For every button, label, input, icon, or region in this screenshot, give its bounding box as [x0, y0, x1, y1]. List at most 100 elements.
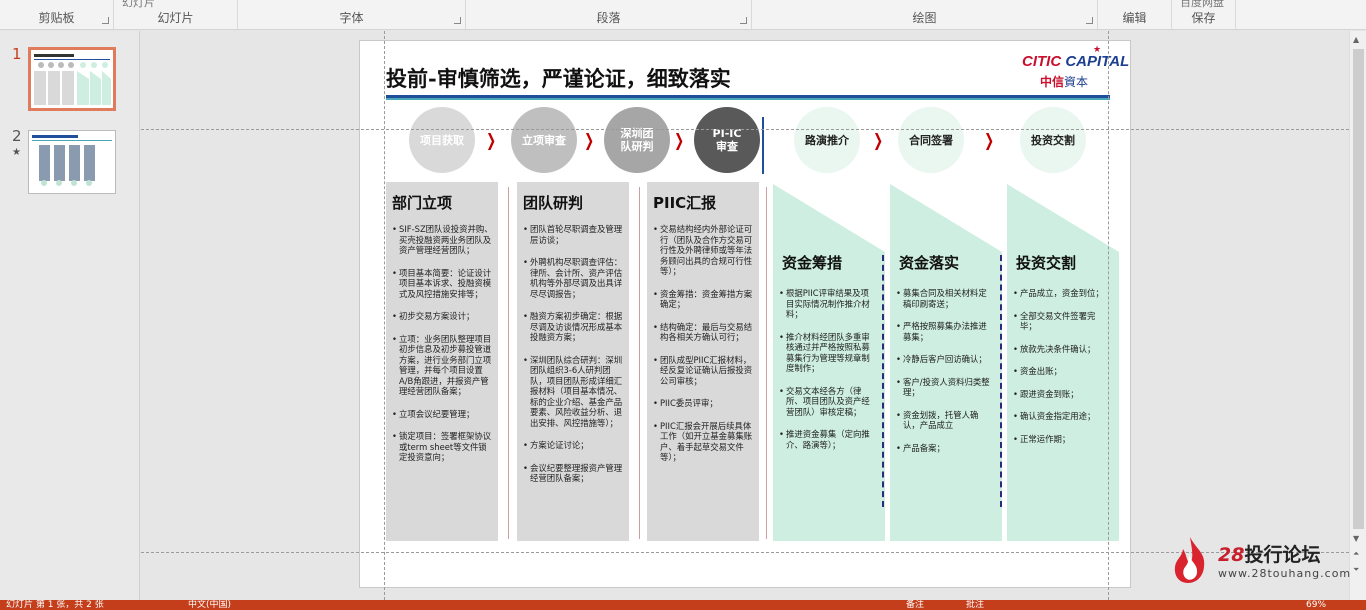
stage-circle-project-acquisition[interactable]: 项目获取 — [409, 107, 475, 173]
bullet-item: 初步交易方案设计； — [392, 311, 494, 322]
ribbon-group-drawing: 绘图 — [752, 0, 1098, 30]
thumbnail-number: 2 — [12, 127, 22, 145]
drawing-guide-horizontal[interactable] — [141, 129, 1349, 130]
zoom-level[interactable]: 69% — [1306, 600, 1327, 610]
column-piic-report[interactable]: PIIC汇报 交易结构经内外部论证可行（团队及合作方交易可行性及外聘律师或等年法… — [647, 182, 759, 541]
chevron-right-icon: ❯ — [486, 131, 497, 151]
dialog-launcher-icon[interactable] — [454, 17, 461, 24]
title-underline-accent — [386, 98, 1110, 100]
ribbon-group-save: 百度网盘 保存 — [1172, 0, 1236, 30]
ribbon-group-label: 字体 — [339, 11, 364, 25]
bullet-item: 确认资金指定用途； — [1013, 411, 1111, 422]
phase-divider — [762, 117, 764, 174]
notes-button[interactable]: 备注 — [906, 600, 925, 610]
bullet-item: 团队成型PIIC汇报材料，经反复论证确认后报投资公司审核； — [653, 355, 755, 387]
bullet-item: 交易文本经各方（律所、项目团队及资产经营团队）审核定稿； — [779, 386, 877, 418]
stage-circle-closing[interactable]: 投资交割 — [1020, 107, 1086, 173]
bullet-item: 资金出账； — [1013, 366, 1111, 377]
column-separator-dashed — [1000, 255, 1002, 507]
bullet-item: 正常运作期； — [1013, 434, 1111, 445]
ribbon-group-label: 剪贴板 — [38, 11, 75, 25]
stage-label: 投资交割 — [1031, 133, 1075, 147]
citic-capital-logo: CITIC CAPITAL — [1022, 53, 1129, 70]
bullet-item: 外聘机构尽职调查评估：律所、会计所、资产评估机构等外部尽调及出具详尽尽调报告； — [523, 257, 625, 299]
watermark-url: www.28touhang.com — [1218, 567, 1352, 580]
stage-circle-piic-review[interactable]: PI-IC审查 — [694, 107, 760, 173]
bullet-item: 放款先决条件确认； — [1013, 344, 1111, 355]
column-bullets: SIF-SZ团队设投资并购、买壳投融资两业务团队及资产管理经营团队； 项目基本简… — [392, 224, 494, 475]
ribbon-group-clipboard: 剪贴板 — [0, 0, 114, 30]
bullet-item: 交易结构经内外部论证可行（团队及合作方交易可行性及外聘律师或等年法务顾问出具的合… — [653, 224, 755, 277]
logo-text-ziben: 資本 — [1064, 75, 1089, 89]
chevron-right-icon: ❯ — [674, 131, 685, 151]
ribbon-group-label: 幻灯片 — [157, 11, 194, 25]
column-title: 投资交割 — [1016, 254, 1077, 272]
column-separator — [766, 187, 767, 539]
column-separator — [508, 187, 509, 539]
scrollbar-thumb[interactable] — [1353, 49, 1364, 529]
bullet-item: 深圳团队综合研判：深圳团队组织3-6人研判团队，项目团队形成详细汇报材料（项目基… — [523, 355, 625, 429]
column-bullets: 交易结构经内外部论证可行（团队及合作方交易可行性及外聘律师或等年法务顾问出具的合… — [653, 224, 755, 475]
column-team-assessment[interactable]: 团队研判 团队首轮尽职调查及管理层访谈； 外聘机构尽职调查评估：律所、会计所、资… — [517, 182, 629, 541]
language-status[interactable]: 中文(中国) — [188, 600, 232, 610]
slide-title[interactable]: 投前-审慎筛选，严谨论证，细致落实 — [386, 66, 731, 91]
thumbnail-number: 1 — [12, 45, 22, 63]
drawing-guide-vertical[interactable] — [384, 31, 385, 600]
forum-watermark: 28投行论坛 www.28touhang.com — [1170, 535, 1350, 587]
ribbon-group-editing: 编辑 — [1098, 0, 1172, 30]
dialog-launcher-icon[interactable] — [1086, 17, 1093, 24]
drawing-guide-horizontal[interactable] — [141, 552, 1349, 553]
bullet-item: 融资方案初步确定：根据尽调及访谈情况形成基本投融资方案； — [523, 311, 625, 343]
column-title: 团队研判 — [523, 194, 584, 212]
dialog-launcher-icon[interactable] — [102, 17, 109, 24]
animation-star-icon: ★ — [12, 147, 21, 158]
status-bar: 幻灯片 第 1 张，共 2 张 中文(中国) 备注 批注 69% — [0, 600, 1366, 610]
slide[interactable]: 投前-审慎筛选，严谨论证，细致落实 CITIC CAPITAL ★ 中信資本 项… — [359, 40, 1131, 588]
column-title: 部门立项 — [392, 194, 453, 212]
stage-circle-roadshow[interactable]: 路演推介 — [794, 107, 860, 173]
watermark-number: 28 — [1218, 544, 1245, 566]
logo-text-zhongxin: 中信 — [1040, 75, 1065, 89]
bullet-item: 推介材料经团队多重审核通过并严格按照私募募集行为管理等规章制度制作； — [779, 332, 877, 374]
column-fund-implementation[interactable]: 资金落实 募集合同及相关材料定稿印刷寄送； 严格按照募集办法推进募集； 冷静后客… — [890, 184, 1002, 541]
logo-star-icon: ★ — [1093, 45, 1102, 55]
bullet-item: 推进资金募集（定向推介、路演等）； — [779, 429, 877, 450]
baidu-netdisk-button[interactable]: 百度网盘 — [1180, 0, 1224, 9]
column-fund-raising[interactable]: 资金筹措 根据PIIC评审结果及项目实际情况制作推介材料； 推介材料经团队多重审… — [773, 184, 885, 541]
logo-text-citic: CITIC — [1022, 53, 1062, 70]
comments-button[interactable]: 批注 — [966, 600, 985, 610]
column-department-initiation[interactable]: 部门立项 SIF-SZ团队设投资并购、买壳投融资两业务团队及资产管理经营团队； … — [386, 182, 498, 541]
ribbon-group-slides: 幻灯片 幻灯片 — [114, 0, 238, 30]
column-investment-closing[interactable]: 投资交割 产品成立，资金到位； 全部交易文件签署完毕； 放款先决条件确认； 资金… — [1007, 184, 1119, 541]
slide-count-status: 幻灯片 第 1 张，共 2 张 — [6, 600, 104, 610]
scroll-up-icon[interactable]: ▲ — [1353, 35, 1360, 44]
bullet-item: 全部交易文件签署完毕； — [1013, 311, 1111, 332]
slide-thumbnail-1[interactable] — [28, 47, 116, 111]
ribbon-group-label: 保存 — [1191, 11, 1216, 25]
new-slide-button[interactable]: 幻灯片 — [122, 0, 155, 9]
stage-circle-shenzhen-team[interactable]: 深圳团队研判 — [604, 107, 670, 173]
chevron-right-icon: ❯ — [873, 131, 884, 151]
next-slide-icon[interactable]: ⏷ — [1353, 565, 1360, 574]
slide-thumbnail-2[interactable] — [28, 130, 116, 194]
ribbon-group-label: 绘图 — [912, 11, 937, 25]
bullet-item: 产品备案； — [896, 443, 994, 454]
stage-label: PI-IC审查 — [712, 127, 742, 153]
column-separator-dashed — [882, 255, 884, 507]
logo-text-capital: CAPITAL — [1065, 53, 1130, 70]
column-bullets: 团队首轮尽职调查及管理层访谈； 外聘机构尽职调查评估：律所、会计所、资产评估机构… — [523, 224, 625, 496]
stage-label: 项目获取 — [420, 133, 464, 147]
column-bullets: 根据PIIC评审结果及项目实际情况制作推介材料； 推介材料经团队多重审核通过并严… — [779, 288, 877, 462]
vertical-scrollbar[interactable]: ▲ ▼ ⏶ ⏷ — [1349, 31, 1366, 600]
stage-circle-contract[interactable]: 合同签署 — [898, 107, 964, 173]
scroll-down-icon[interactable]: ▼ — [1353, 534, 1360, 543]
bullet-item: 根据PIIC评审结果及项目实际情况制作推介材料； — [779, 288, 877, 320]
slide-editing-canvas[interactable]: 投前-审慎筛选，严谨论证，细致落实 CITIC CAPITAL ★ 中信資本 项… — [141, 31, 1349, 600]
stage-label: 立项审查 — [522, 133, 566, 147]
ribbon-group-font: 字体 — [238, 0, 466, 30]
previous-slide-icon[interactable]: ⏶ — [1353, 549, 1360, 558]
dialog-launcher-icon[interactable] — [740, 17, 747, 24]
flame-logo-icon — [1174, 537, 1205, 583]
drawing-guide-vertical[interactable] — [1108, 31, 1109, 600]
stage-circle-project-review[interactable]: 立项审查 — [511, 107, 577, 173]
